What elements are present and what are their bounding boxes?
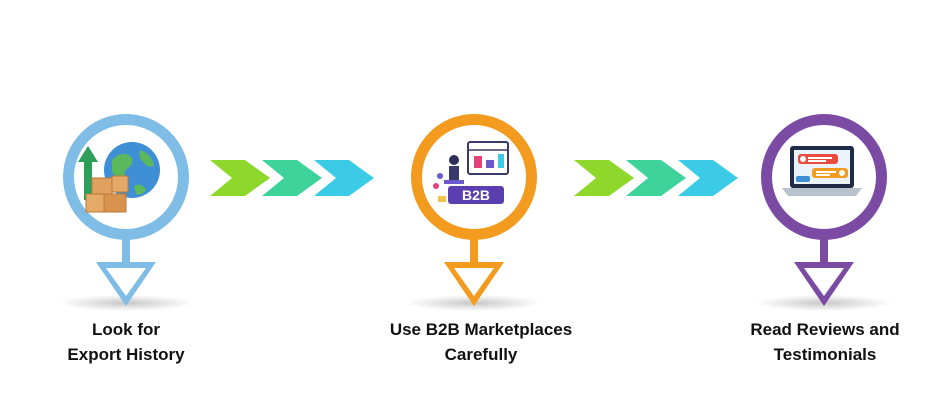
b2b-marketplace-icon: B2B bbox=[433, 141, 509, 204]
step-2-line-1: Use B2B Marketplaces bbox=[389, 320, 573, 339]
step-3-line-1: Read Reviews and bbox=[750, 320, 900, 339]
step-1-line-2: Export History bbox=[67, 345, 185, 364]
globe-export-icon bbox=[78, 142, 160, 213]
pin-stem bbox=[470, 225, 478, 265]
step-2-line-2: Carefully bbox=[444, 345, 518, 364]
step-1-line-1: Look for bbox=[92, 320, 160, 339]
pin-step-1 bbox=[58, 114, 194, 311]
arrow-group-2 bbox=[574, 160, 738, 196]
pin-arrow-inner bbox=[804, 268, 844, 296]
step-3-label: Read Reviews and Testimonials bbox=[705, 317, 945, 367]
pin-arrow-inner bbox=[106, 268, 146, 296]
step-2-label: Use B2B Marketplaces Carefully bbox=[361, 317, 601, 367]
pin-step-2: B2B bbox=[406, 114, 542, 311]
step-3-line-2: Testimonials bbox=[773, 345, 877, 364]
step-1-label: Look for Export History bbox=[6, 317, 246, 367]
chevron-green-icon bbox=[210, 160, 270, 196]
pin-step-3 bbox=[756, 114, 892, 311]
chevron-green-icon bbox=[574, 160, 634, 196]
pin-arrow-inner bbox=[454, 268, 494, 296]
chevron-cyan-icon bbox=[314, 160, 374, 196]
b2b-text: B2B bbox=[462, 187, 490, 203]
arrow-group-1 bbox=[210, 160, 374, 196]
chevron-teal-icon bbox=[626, 160, 686, 196]
chevron-cyan-icon bbox=[678, 160, 738, 196]
chevron-teal-icon bbox=[262, 160, 322, 196]
pin-stem bbox=[122, 225, 130, 265]
pin-stem bbox=[820, 225, 828, 265]
laptop-reviews-icon bbox=[782, 146, 862, 196]
